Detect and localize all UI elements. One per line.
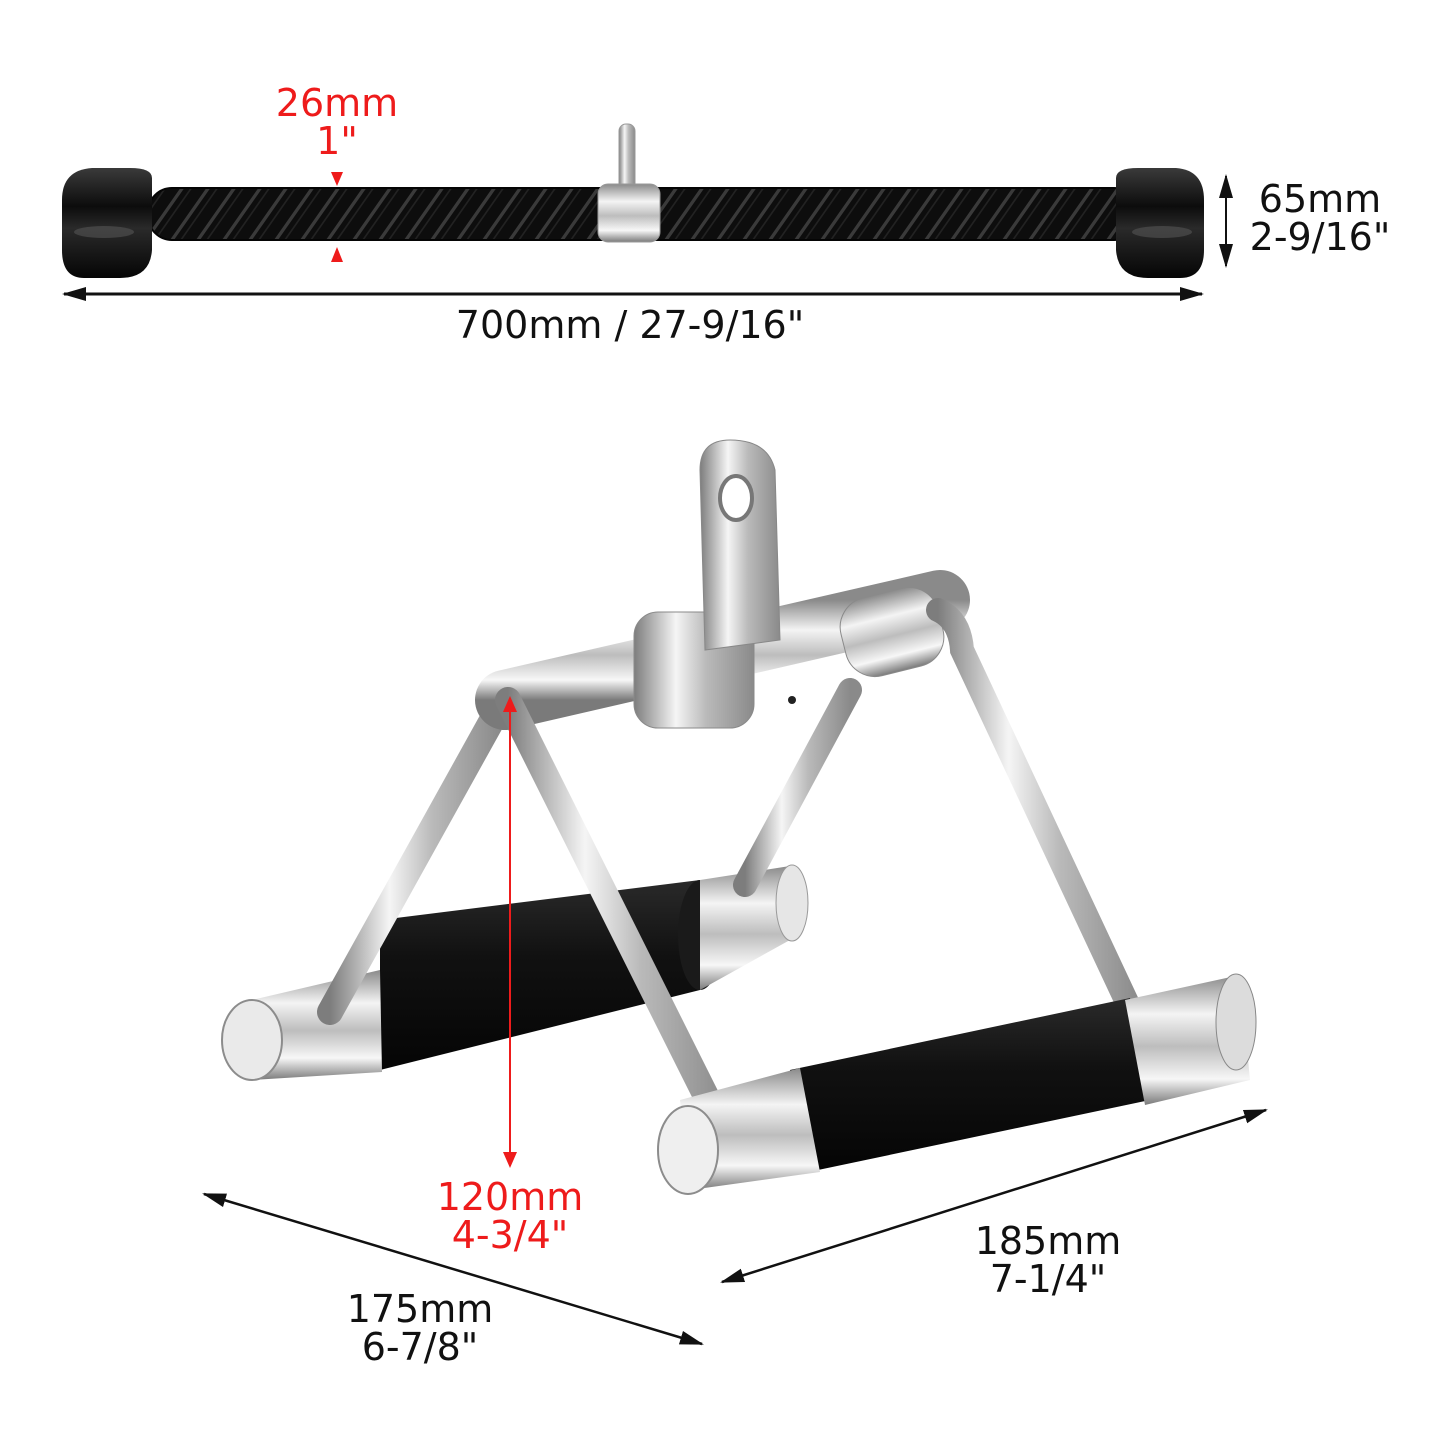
rope-length-value: 700mm / 27-9/16" xyxy=(455,303,805,347)
handle-width-arrow xyxy=(720,1108,1268,1284)
handle-width-label: 185mm 7-1/4" xyxy=(958,1222,1138,1298)
rope-diameter-label: 26mm 1" xyxy=(262,84,412,160)
handle xyxy=(221,439,1257,1195)
handle-depth-metric: 175mm xyxy=(346,1287,494,1331)
rope-length-label: 700mm / 27-9/16" xyxy=(420,306,840,344)
handle-depth-arrow xyxy=(202,1192,704,1346)
handle-depth-label: 175mm 6-7/8" xyxy=(330,1290,510,1366)
rope-diameter-imperial: 1" xyxy=(316,119,358,163)
rope-end-cap-right xyxy=(1116,168,1204,278)
rear-grip xyxy=(221,864,809,1081)
handle-width-imperial: 7-1/4" xyxy=(989,1257,1107,1301)
front-grip xyxy=(657,973,1257,1195)
rope-diameter-metric: 26mm xyxy=(275,81,399,125)
cap-height-label: 65mm 2-9/16" xyxy=(1240,180,1400,256)
rope-diameter-arrows xyxy=(331,172,343,262)
cap-height-metric: 65mm xyxy=(1258,177,1382,221)
handle-width-metric: 185mm xyxy=(974,1219,1122,1263)
handle-height-imperial: 4-3/4" xyxy=(451,1213,569,1257)
handle-height-label: 120mm 4-3/4" xyxy=(420,1178,600,1254)
swivel-assembly xyxy=(475,439,970,730)
rope-end-cap-left xyxy=(62,168,152,278)
rope-swivel-clip xyxy=(597,123,661,243)
handle-height-metric: 120mm xyxy=(436,1175,584,1219)
cap-height-imperial: 2-9/16" xyxy=(1249,215,1391,259)
handle-depth-imperial: 6-7/8" xyxy=(361,1325,479,1369)
